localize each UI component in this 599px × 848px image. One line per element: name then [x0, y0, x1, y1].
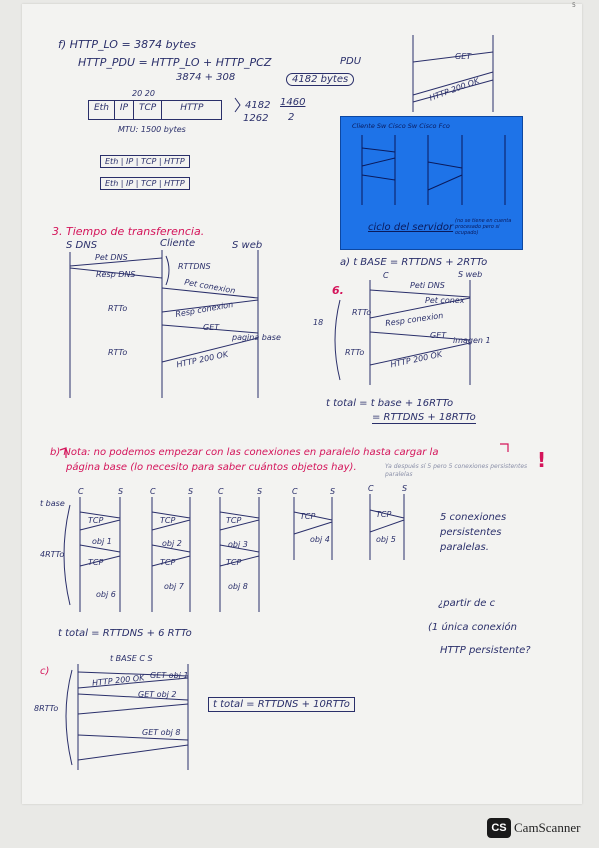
f-n4: 2	[288, 112, 295, 123]
blue-footer: ciclo del servidor	[368, 222, 454, 233]
a-six: 6.	[332, 284, 344, 297]
f-line1: HTTP_PDU = HTTP_LO + HTTP_PCZ	[78, 56, 272, 69]
a-rtt: RTTo	[352, 308, 372, 317]
a-col-c: C	[383, 271, 389, 280]
blue-header: Cliente Sw Cisco Sw Cisco Fco	[352, 122, 450, 130]
b-right-1: 5 conexiones	[440, 512, 507, 523]
b-tcp3: TCP	[226, 516, 242, 525]
s3-rtto: RTTo	[108, 304, 128, 313]
a-imagen: imagen 1	[453, 336, 491, 345]
f-header-nums: 20 20	[132, 89, 155, 98]
exclamation-icon: !	[537, 448, 547, 472]
b-title: b) Nota: no podemos empezar con las cone…	[50, 447, 439, 458]
b-note: Ya después sí 5 pero 5 conexiones persis…	[385, 463, 528, 478]
b-tcp4: TCP	[300, 512, 316, 521]
a-col-s: S web	[458, 270, 483, 279]
a-eq: a) t BASE = RTTDNS + 2RTTo	[340, 257, 488, 268]
s3-col-dns: S DNS	[66, 240, 98, 251]
b-obj4: obj 4	[310, 535, 330, 544]
f-result: 4182 bytes	[286, 73, 355, 86]
f-title: f) HTTP_LO = 3874 bytes	[58, 38, 196, 51]
f-mtu: MTU: 1500 bytes	[118, 125, 186, 134]
c-aside-3: HTTP persistente?	[440, 645, 531, 656]
s3-title: 3. Tiempo de transferencia.	[52, 225, 205, 238]
s3-rtt-dns: RTTDNS	[178, 262, 211, 271]
b-col-c1: C	[78, 487, 84, 496]
f-pdu: PDU	[340, 56, 362, 67]
c-get8: GET obj 8	[142, 728, 181, 737]
b-col-s5: S	[402, 484, 408, 493]
b-col-c5: C	[368, 484, 374, 493]
b-tcp5: TCP	[376, 510, 392, 519]
s3-pagina: pagina base	[232, 333, 281, 342]
b-obj8: obj 8	[228, 582, 248, 591]
c-get2: GET obj 2	[138, 690, 177, 699]
blue-note: (no se tiene en cuenta procesado pero si…	[455, 218, 512, 236]
f-get: GET	[455, 52, 472, 61]
s3-rtt2: RTTo	[108, 348, 128, 357]
f-n3: 1262	[243, 113, 269, 124]
a-get: GET	[430, 331, 447, 340]
b-col-s2: S	[188, 487, 194, 496]
b-4rtt: 4RTTo	[40, 550, 65, 559]
a-total2: = RTTDNS + 18RTTo	[372, 412, 476, 424]
b-col-s3: S	[257, 487, 263, 496]
c-label: c)	[40, 666, 50, 677]
b-right-2: persistentes	[440, 527, 502, 538]
b-obj6: obj 6	[96, 590, 116, 599]
b-obj5: obj 5	[376, 535, 396, 544]
b-right-3: paralelas.	[440, 542, 489, 553]
f-n1: 4182	[245, 100, 271, 111]
s3-col-web: S web	[232, 240, 263, 251]
a-rtto: RTTo	[345, 348, 365, 357]
b-col-s1: S	[118, 487, 124, 496]
camscanner-logo-icon: CS	[487, 818, 511, 838]
b-tcp1: TCP	[88, 516, 104, 525]
s3-col-client: Cliente	[160, 238, 196, 249]
b-obj1: obj 1	[92, 537, 112, 546]
f-line2: 3874 + 308	[176, 72, 236, 83]
f-frame2: Eth | IP | TCP | HTTP	[100, 177, 190, 190]
b-col-c2: C	[150, 487, 156, 496]
f-frame1: Eth | IP | TCP | HTTP	[100, 155, 190, 168]
b-tcp2: TCP	[160, 516, 176, 525]
c-total: t total = RTTDNS + 10RTTo	[208, 697, 355, 712]
f-row-tcp: TCP	[134, 101, 163, 119]
c-aside-1: ¿partir de c	[438, 598, 496, 609]
s3-pet-dns: Pet DNS	[95, 253, 128, 262]
b-total: t total = RTTDNS + 6 RTTo	[58, 628, 192, 639]
f-row-eth: Eth	[89, 101, 115, 119]
b-title2: página base (lo necesito para saber cuán…	[66, 462, 357, 473]
b-tbase: t base	[40, 499, 65, 508]
c-rtt: 8RTTo	[34, 704, 59, 713]
s3-resp-dns: Resp DNS	[96, 270, 136, 279]
page-number: 5	[572, 2, 576, 9]
f-n2: 1460	[280, 97, 306, 108]
s3-get: GET	[203, 323, 220, 332]
b-obj2: obj 2	[162, 539, 182, 548]
b-col-c4: C	[292, 487, 298, 496]
a-total: t total = t base + 16RTTo	[326, 398, 454, 409]
b-obj3: obj 3	[228, 540, 248, 549]
b-tcp2b: TCP	[160, 558, 176, 567]
b-obj7: obj 7	[164, 582, 184, 591]
a-mult: 18	[313, 318, 324, 327]
a-pet-conex: Pet conex	[425, 296, 465, 305]
f-row-http: HTTP	[180, 103, 204, 113]
a-peti-dns: Peti DNS	[410, 281, 445, 290]
b-col-c3: C	[218, 487, 224, 496]
f-packet-row: Eth IP TCP HTTP	[88, 100, 223, 120]
f-row-ip: IP	[115, 101, 135, 119]
camscanner-brand: CamScanner	[514, 820, 581, 835]
c-header: t BASE C S	[110, 654, 153, 663]
b-col-s4: S	[330, 487, 336, 496]
c-aside-2: (1 única conexión	[428, 622, 517, 633]
blue-diagram-card	[340, 116, 523, 250]
